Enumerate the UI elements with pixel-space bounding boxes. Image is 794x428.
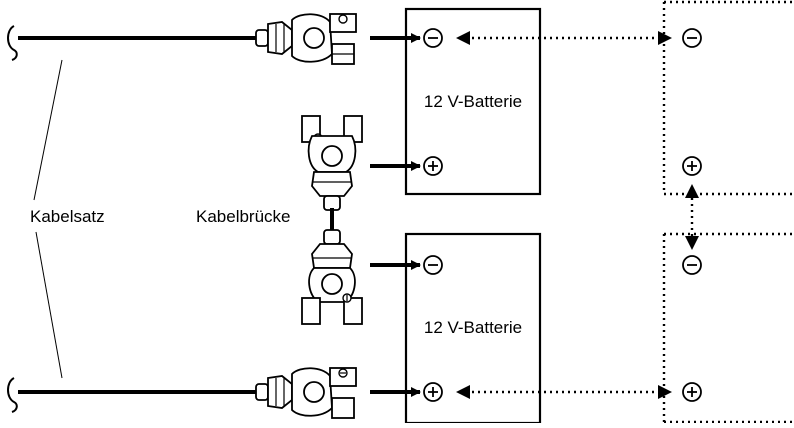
dotted-connection-icon [685, 184, 699, 250]
cable-end-icon [7, 25, 18, 61]
battery-bottom-label: 12 V-Batterie [424, 318, 522, 337]
terminal-clamp-icon [255, 367, 357, 419]
right-top-negative-terminal [682, 28, 702, 48]
cable-bridge-label: Kabelbrücke [196, 207, 291, 226]
cable-set-leader-top [33, 59, 63, 201]
right-bottom-positive-terminal [682, 382, 702, 402]
dotted-connection-icon [456, 385, 672, 399]
battery-top [404, 7, 542, 196]
battery-top-negative-terminal [423, 28, 443, 48]
terminal-clamp-icon [301, 115, 363, 211]
cable-set-leader-bottom [35, 231, 63, 379]
battery-bottom-negative-terminal [423, 255, 443, 275]
battery-top-label: 12 V-Batterie [424, 92, 522, 111]
right-top-positive-terminal [682, 156, 702, 176]
cable-set-label: Kabelsatz [30, 207, 105, 226]
right-bottom-negative-terminal [682, 255, 702, 275]
battery-bottom-positive-terminal [423, 382, 443, 402]
dotted-connection-icon [456, 31, 672, 45]
cable-set-bottom [7, 377, 258, 413]
battery-top-positive-terminal [423, 156, 443, 176]
terminal-clamp-icon [301, 229, 363, 325]
terminal-clamp-icon [255, 13, 357, 65]
cable-set-top [7, 25, 258, 61]
cable-end-icon [7, 377, 18, 413]
dotted-battery-top-outline [662, 0, 794, 196]
